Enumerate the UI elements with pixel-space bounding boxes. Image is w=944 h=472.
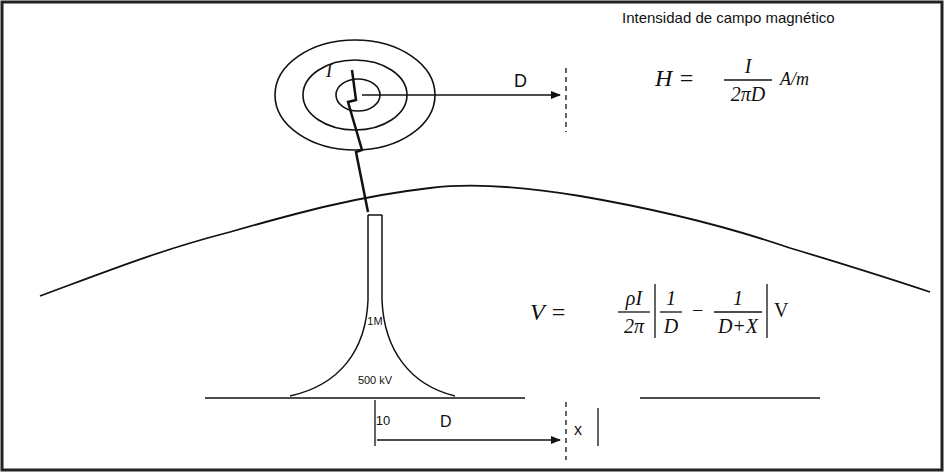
tick (597, 408, 598, 446)
formula-part: V = (530, 300, 566, 324)
formula-part: D (664, 316, 678, 336)
formula-part: 1 (733, 288, 743, 308)
formula-part: D+X (718, 316, 758, 336)
distance-label: D (440, 414, 452, 430)
formula-part: 1 (666, 288, 676, 308)
formula-part: − (692, 300, 703, 320)
ground-line (205, 397, 525, 398)
distance-label: x (574, 422, 582, 438)
unit-label: V (774, 300, 788, 320)
tick (374, 400, 375, 446)
title-label: Intensidad de campo magnético (622, 10, 835, 25)
dashed-line (565, 68, 566, 132)
unit-label: A/m (780, 70, 809, 88)
current-label: I (326, 62, 332, 80)
distance-arrow (377, 439, 560, 440)
distance-label: 10 (376, 414, 390, 427)
distance-label: D (514, 72, 527, 90)
distance-arrow (362, 94, 560, 95)
dashed-line (565, 402, 566, 460)
potential-curve (40, 186, 930, 296)
formula-part: ρI (626, 288, 642, 308)
lightning-bolt (348, 70, 368, 212)
formula-part: I (745, 56, 752, 76)
formula-part: H = (655, 66, 695, 90)
ground-line (640, 397, 820, 398)
formula-part: 2π (624, 316, 644, 336)
formula-part: 2πD (731, 84, 765, 104)
voltage-label: 500 kV (358, 375, 392, 386)
tower (290, 215, 455, 396)
fraction-bars (618, 80, 772, 338)
tower-label: 1M (367, 316, 382, 327)
